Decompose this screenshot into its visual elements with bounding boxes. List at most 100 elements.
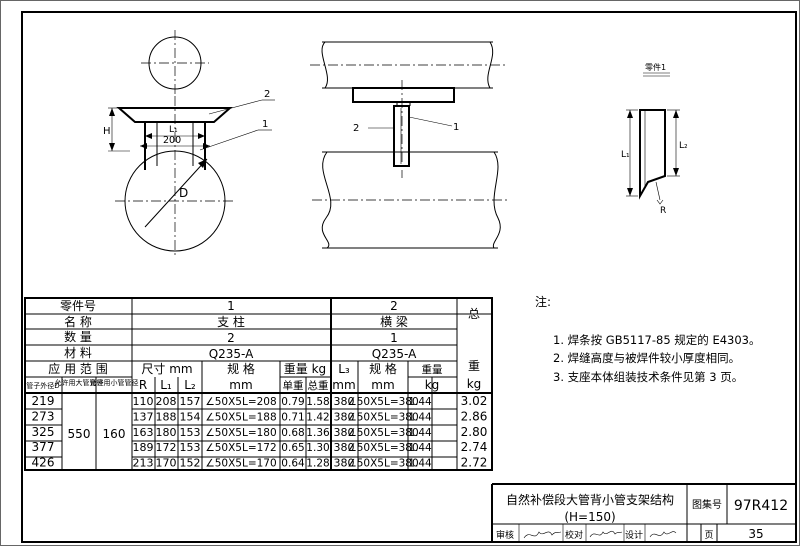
section-view: D H L₁ 200 2 1: [103, 30, 275, 258]
cross-beam-section: [116, 107, 233, 123]
table-cell-total: 3.02: [461, 394, 488, 408]
hdr-range: 应 用 范 围: [48, 361, 107, 376]
table-cell-total: 2.80: [461, 425, 488, 439]
page-number: 35: [748, 527, 763, 541]
table-cell-spec1: ∠50X5L=180: [205, 427, 276, 439]
hdr-L3-unit: mm: [332, 378, 355, 392]
table-cell-r: 163: [133, 426, 154, 439]
atlas-label: 图集号: [692, 498, 722, 511]
hdr-spec2-unit: mm: [371, 378, 394, 392]
cross-beam-side: [352, 87, 455, 103]
notes-title: 注:: [535, 294, 551, 309]
table-cell-r: 137: [133, 410, 154, 423]
support-post-side: [393, 105, 410, 167]
table-cell-l3: 380: [334, 395, 355, 408]
hdr-qty: 数 量: [64, 329, 92, 344]
hdr-spec: 规 格: [227, 361, 255, 376]
table-cell-l3: 380: [334, 426, 355, 439]
range-large: 550: [68, 427, 91, 441]
hdr-unit-weight: 单重: [283, 379, 304, 392]
part1-detail: 零件1 L₁ L₂ R: [621, 62, 688, 216]
table-cell-r: 189: [133, 441, 154, 454]
note-2: 2. 焊缝高度与被焊件较小厚度相同。: [553, 351, 740, 365]
drawing-border: [21, 11, 797, 543]
hdr-name: 名 称: [64, 314, 92, 329]
label-L1: L₁: [169, 125, 178, 135]
note-1: 1. 焊条按 GB5117-85 规定的 E4303。: [553, 333, 760, 347]
label-L2-detail: L₂: [679, 141, 688, 151]
hdr-large-range: 允许用大管管径: [55, 378, 104, 387]
page-label: 页: [704, 530, 713, 541]
table-cell-spec2: ∠50X5L=380: [347, 427, 418, 439]
hdr-total-unit: kg: [467, 377, 482, 391]
table-cell-d: 426: [32, 456, 55, 470]
table-cell-l2: 153: [180, 441, 201, 454]
table-cell-spec2: ∠50X5L=380: [347, 458, 418, 470]
table-cell-l3: 380: [334, 457, 355, 470]
hdr-L2: L₂: [184, 378, 196, 392]
part2-name: 横 梁: [380, 314, 408, 329]
hdr-total-b: 重: [468, 359, 480, 373]
hdr-R: R: [139, 378, 147, 392]
side-label-part1: 1: [453, 122, 459, 133]
part2-qty: 1: [390, 331, 398, 345]
hdr-part-no: 零件号: [60, 299, 96, 313]
atlas-number: 97R412: [734, 498, 788, 514]
design-signature: [649, 531, 677, 538]
hdr-material: 材 料: [64, 346, 92, 360]
table-cell-l1: 172: [156, 441, 177, 454]
table-cell-spec1: ∠50X5L=172: [205, 442, 276, 454]
side-view: 2 1: [310, 41, 508, 249]
table-cell-l3: 380: [334, 410, 355, 423]
table-cell-d: 377: [32, 440, 55, 454]
check-signature: [589, 530, 623, 538]
table-cell-tw: 1.42: [306, 411, 329, 423]
table-cell-tw: 1.58: [306, 396, 329, 408]
hdr-L3: L₃: [338, 362, 350, 376]
table-cell-w2: 1.44: [408, 427, 432, 439]
table-cell-spec1: ∠50X5L=208: [205, 396, 276, 408]
part2-material: Q235-A: [372, 347, 417, 361]
hdr-spec2: 规 格: [369, 361, 397, 376]
part2-no: 2: [390, 299, 398, 313]
table-cell-d: 325: [32, 425, 55, 439]
label-D: D: [179, 186, 188, 200]
table-cell-l2: 157: [180, 395, 201, 408]
table-cell-total: 2.72: [461, 456, 488, 470]
table-cell-l3: 380: [334, 441, 355, 454]
table-cell-uw: 0.65: [281, 442, 304, 454]
table-cell-l1: 208: [156, 395, 177, 408]
hdr-total-a: 总: [468, 307, 480, 321]
table-cell-uw: 0.79: [281, 396, 304, 408]
table-cell-total: 2.74: [461, 440, 488, 454]
note-3: 3. 支座本体组装技术条件见第 3 页。: [553, 370, 743, 384]
label-200: 200: [163, 135, 181, 146]
table-cell-spec1: ∠50X5L=170: [205, 458, 276, 470]
notes: 注: 1. 焊条按 GB5117-85 规定的 E4303。 2. 焊缝高度与被…: [535, 294, 760, 384]
table-cell-w2: 1.44: [408, 442, 432, 454]
review-label: 审核: [496, 529, 514, 541]
table-cell-r: 110: [133, 395, 154, 408]
label-part2: 2: [264, 89, 270, 100]
table-cell-w2: 1.44: [408, 458, 432, 470]
table-cell-l2: 153: [180, 426, 201, 439]
hdr-dims: 尺寸 mm: [141, 362, 192, 376]
table-cell-l2: 154: [180, 410, 201, 423]
table-cell-tw: 1.30: [306, 442, 329, 454]
parts-table: 零件号 名 称 数 量 材 料 应 用 范 围 管子外径D 允许用大管管径 允许…: [24, 297, 493, 471]
table-cell-total: 2.86: [461, 409, 488, 423]
hdr-spec-unit: mm: [229, 378, 252, 392]
table-cell-spec1: ∠50X5L=188: [205, 411, 276, 423]
hdr-small-range: 允许用小管管径: [90, 378, 139, 387]
design-label: 设计: [625, 529, 643, 541]
hdr-weight: 重量 kg: [284, 362, 326, 376]
review-signature: [523, 531, 562, 539]
drawing-title: 自然补偿段大管背小管支架结构: [506, 492, 674, 507]
hdr-weight2-unit: kg: [425, 378, 440, 392]
table-cell-tw: 1.28: [306, 458, 329, 470]
check-label: 校对: [565, 529, 583, 541]
hdr-L1: L₁: [160, 378, 172, 392]
part1-material: Q235-A: [209, 347, 254, 361]
